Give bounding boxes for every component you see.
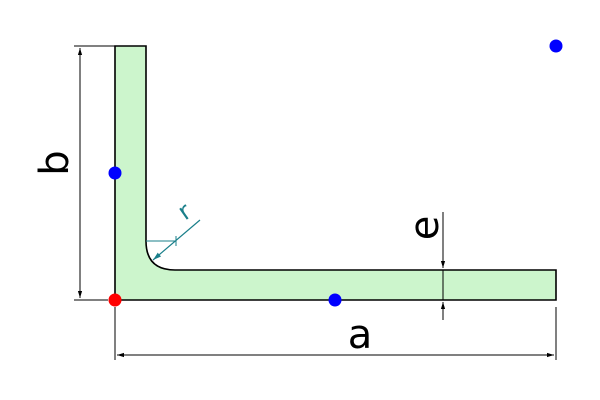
corner-handle[interactable] <box>549 39 563 53</box>
height-dimension: b <box>32 45 115 301</box>
radius-annotation: r <box>146 197 201 261</box>
radius-label: r <box>172 197 196 226</box>
origin-point[interactable] <box>108 293 122 307</box>
horizontal-leg-handle[interactable] <box>328 293 342 307</box>
l-profile-shape <box>114 45 557 301</box>
vertical-leg-handle[interactable] <box>108 166 122 180</box>
thickness-dimension: e <box>402 212 448 320</box>
width-label: a <box>348 312 373 358</box>
thickness-label: e <box>402 216 448 241</box>
width-dimension: a <box>114 307 557 360</box>
height-label: b <box>32 150 78 175</box>
